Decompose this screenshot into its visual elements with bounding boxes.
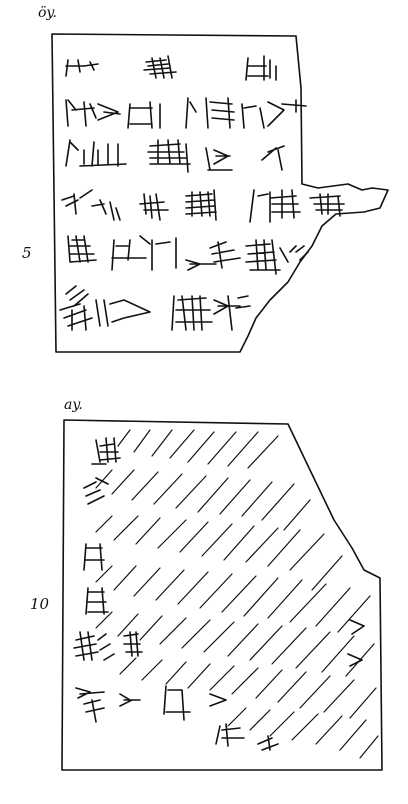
reverse-line-number: 10 <box>30 595 50 613</box>
obverse-line-6-signs <box>59 285 251 331</box>
obverse-line-number: 5 <box>22 244 32 262</box>
reverse-signs <box>73 437 365 751</box>
obverse-line-4-signs <box>61 189 345 223</box>
reverse-damage-hatching <box>95 429 379 759</box>
obverse-outline <box>51 33 389 353</box>
reverse-outline <box>61 419 383 771</box>
obverse-line-1-signs <box>65 55 277 81</box>
obverse-label: öy. <box>38 5 57 21</box>
obverse-line-2-signs <box>65 97 307 129</box>
obverse-line-5-signs <box>67 235 309 275</box>
obverse-line-3-signs <box>65 139 285 173</box>
reverse-label: ay. <box>64 397 83 413</box>
